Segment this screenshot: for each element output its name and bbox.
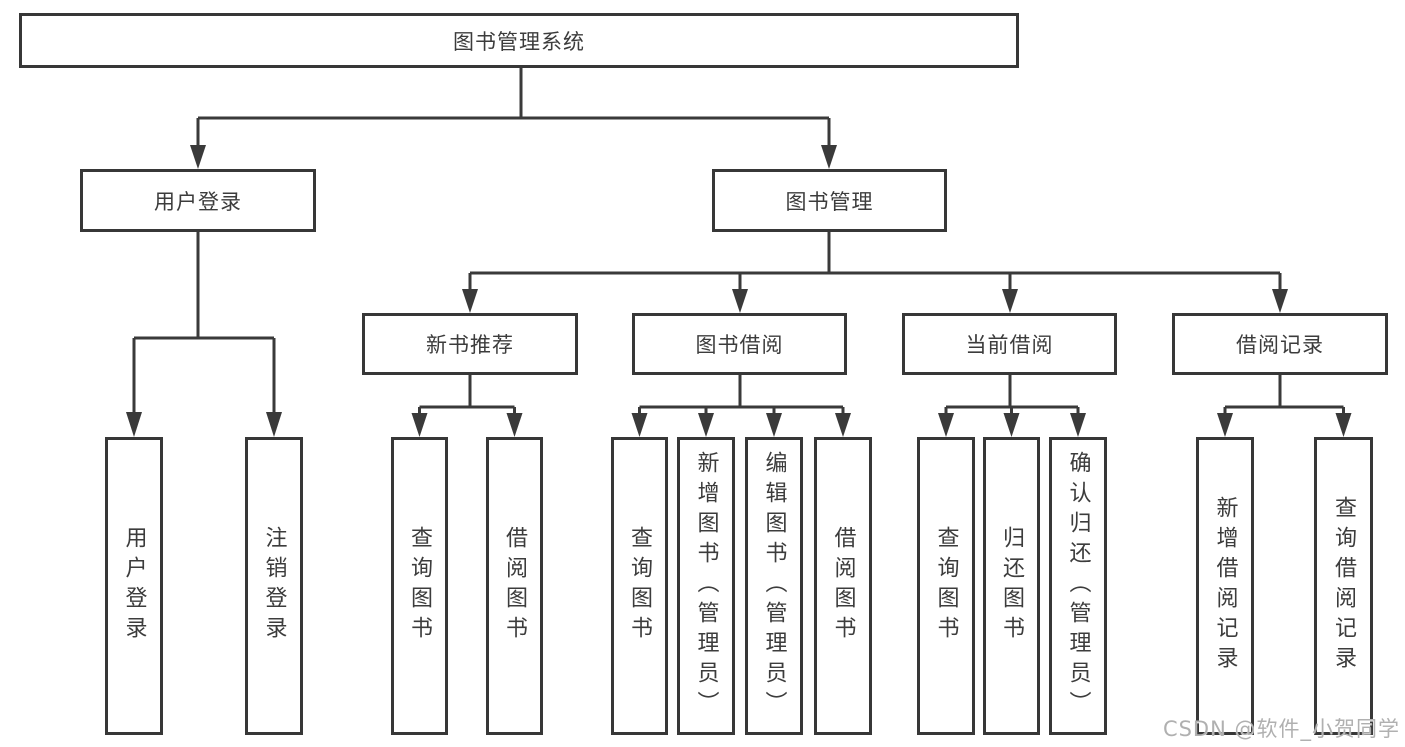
node-book-management: 图书管理 <box>712 169 947 232</box>
node-root: 图书管理系统 <box>19 13 1019 68</box>
connector-current-borrow-children <box>938 375 1086 437</box>
node-user-login: 用户登录 <box>80 169 316 232</box>
leaf-bb-edit-book: 编辑图书（管理员） <box>745 437 803 735</box>
leaf-cb-confirm-return: 确认归还（管理员） <box>1049 437 1107 735</box>
leaf-user-login: 用户登录 <box>105 437 163 735</box>
leaf-cb-query-book-label: 查询图书 <box>933 526 959 646</box>
leaf-cb-confirm-return-label: 确认归还（管理员） <box>1065 451 1091 721</box>
leaf-bb-borrow-book: 借阅图书 <box>814 437 872 735</box>
leaf-br-query-record-label: 查询借阅记录 <box>1331 496 1357 676</box>
connector-user-login-children <box>126 232 282 437</box>
node-new-book-recommend-label: 新书推荐 <box>426 333 514 357</box>
node-book-management-label: 图书管理 <box>785 189 874 214</box>
node-user-login-label: 用户登录 <box>154 189 242 214</box>
node-root-label: 图书管理系统 <box>453 29 585 54</box>
leaf-cb-query-book: 查询图书 <box>917 437 975 735</box>
node-book-borrow: 图书借阅 <box>632 313 847 375</box>
connector-root-to-level2 <box>190 68 837 169</box>
leaf-logout-label: 注销登录 <box>261 526 287 646</box>
connector-borrow-record-children <box>1217 375 1352 437</box>
leaf-bb-borrow-book-label: 借阅图书 <box>830 526 856 646</box>
leaf-cb-return-book: 归还图书 <box>983 437 1040 735</box>
connector-book-management-children <box>462 232 1288 313</box>
leaf-br-add-record-label: 新增借阅记录 <box>1212 496 1238 676</box>
node-borrow-record: 借阅记录 <box>1172 313 1388 375</box>
watermark: CSDN @软件_小贺同学 <box>1162 717 1400 741</box>
leaf-bb-query-book: 查询图书 <box>611 437 668 735</box>
node-borrow-record-label: 借阅记录 <box>1236 333 1324 357</box>
leaf-bb-query-book-label: 查询图书 <box>627 526 653 646</box>
leaf-br-add-record: 新增借阅记录 <box>1196 437 1254 735</box>
leaf-cb-return-book-label: 归还图书 <box>999 526 1025 646</box>
leaf-bb-add-book-label: 新增图书（管理员） <box>693 451 719 721</box>
leaf-user-login-label: 用户登录 <box>121 526 147 646</box>
node-book-borrow-label: 图书借阅 <box>695 333 784 357</box>
connector-new-book-recommend-children <box>411 375 523 437</box>
leaf-bb-edit-book-label: 编辑图书（管理员） <box>761 451 787 721</box>
leaf-nbr-query-book-label: 查询图书 <box>407 526 433 646</box>
leaf-bb-add-book: 新增图书（管理员） <box>677 437 735 735</box>
leaf-nbr-borrow-book-label: 借阅图书 <box>502 526 528 646</box>
leaf-logout: 注销登录 <box>245 437 303 735</box>
node-new-book-recommend: 新书推荐 <box>362 313 578 375</box>
leaf-nbr-borrow-book: 借阅图书 <box>486 437 543 735</box>
connector-book-borrow-children <box>631 375 851 437</box>
leaf-br-query-record: 查询借阅记录 <box>1314 437 1373 735</box>
node-current-borrow-label: 当前借阅 <box>965 333 1054 357</box>
node-current-borrow: 当前借阅 <box>902 313 1117 375</box>
leaf-nbr-query-book: 查询图书 <box>391 437 448 735</box>
